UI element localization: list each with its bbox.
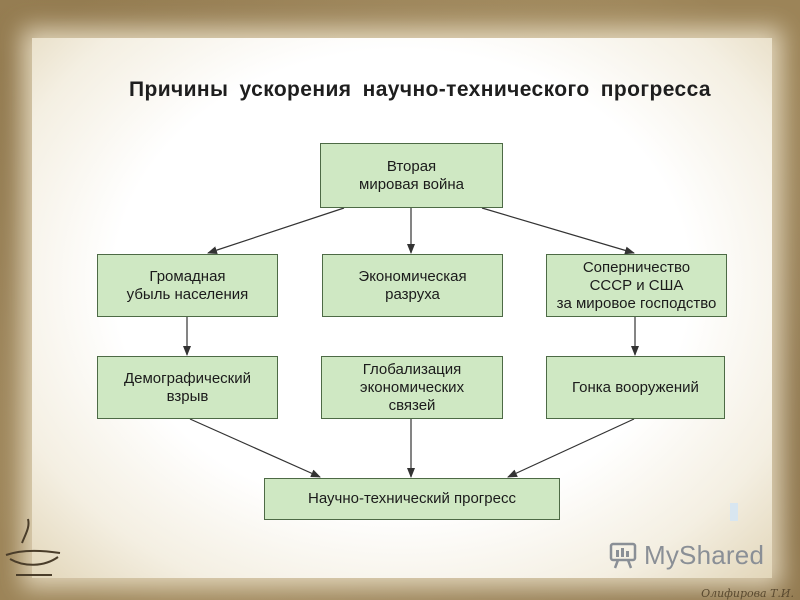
node-economic-ruin: Экономическая разруха [322,254,503,317]
node-population-loss: Громадная убыль населения [97,254,278,317]
decorative-stripe [730,503,738,521]
myshared-logo-text: MyShared [644,539,765,570]
diagram-title: Причины ускорения научно-технического пр… [128,78,712,101]
lamp-icon [5,518,61,576]
node-scientific-progress: Научно-технический прогресс [264,478,560,520]
node-globalization-label: Глобализация экономических связей [359,360,465,414]
node-arms-race: Гонка вооружений [546,356,725,419]
arrow-war-to-rivalry [481,207,635,255]
myshared-logo: MyShared [608,537,764,573]
author-signature: Олифирова Т.И. [701,587,794,600]
node-demographic-boom: Демографический взрыв [97,356,278,419]
node-ussr-usa-rivalry-label: Соперничество СССР и США за мировое госп… [556,258,717,312]
arrow-war-to-loss [207,207,345,254]
node-ussr-usa-rivalry: Соперничество СССР и США за мировое госп… [546,254,727,317]
presentation-board-icon [609,542,637,569]
node-globalization: Глобализация экономических связей [321,356,503,419]
node-population-loss-label: Громадная убыль населения [126,267,249,303]
node-economic-ruin-label: Экономическая разруха [358,267,467,303]
node-demographic-boom-label: Демографический взрыв [123,369,251,405]
node-arms-race-label: Гонка вооружений [572,378,699,396]
node-second-world-war-label: Вторая мировая война [359,157,464,193]
node-scientific-progress-label: Научно-технический прогресс [308,490,516,507]
arrow-demo-to-progress [189,418,321,478]
arrow-arms-to-progress [507,418,635,478]
node-second-world-war: Вторая мировая война [320,143,503,208]
